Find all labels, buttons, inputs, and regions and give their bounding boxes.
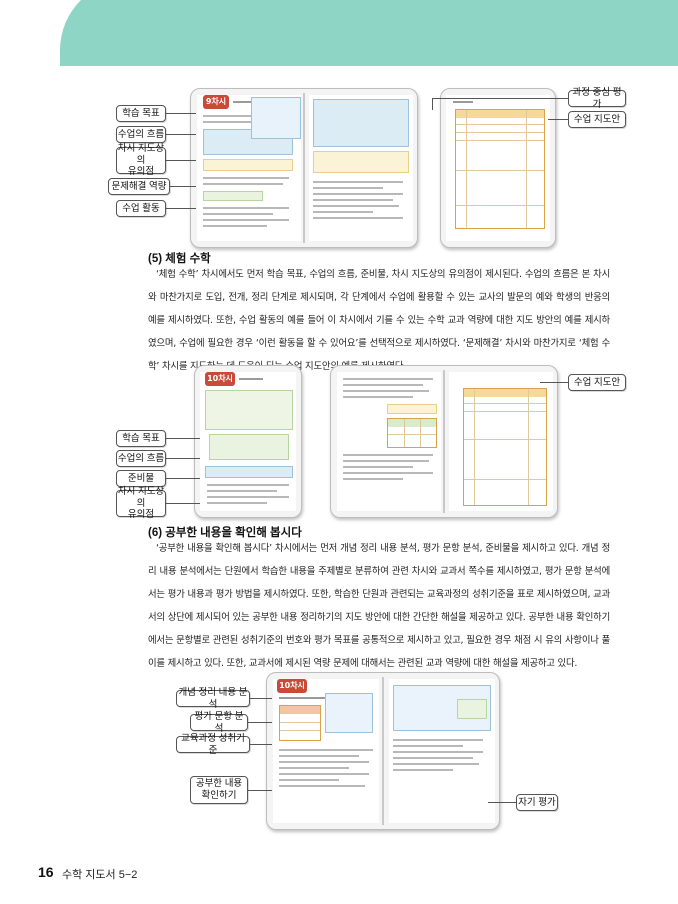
thumbnail-review-spread: 10차시 [266,672,500,830]
thumbnail-experience-math-left: 10차시 [194,365,302,518]
label-lesson-plan: 수업 지도안 [568,111,626,128]
label-check-learned-content: 공부한 내용 확인하기 [190,776,248,804]
thumbnail-problem-solving-spread: 9차시 [190,88,418,248]
section-6-text: ‘공부한 내용을 확인해 봅시다’ 차시에서는 먼저 개념 정리 내용 분석, … [148,543,610,669]
label-lesson-plan-2: 수업 지도안 [568,374,626,391]
lesson-plan-table [455,109,545,229]
section-5-paragraph: ‘체험 수학’ 차시에서도 먼저 학습 목표, 수업의 흐름, 준비물, 차시 … [148,263,610,378]
lesson-tag: 10차시 [205,372,235,386]
label-problem-solving-competency: 문제해결 역량 [108,178,170,195]
label-curriculum-standards: 교육과정 성취기준 [176,733,250,756]
label-learning-goal-2: 학습 목표 [116,430,166,447]
label-lesson-flow-2: 수업의 흐름 [116,450,166,467]
label-materials: 준비물 [116,470,166,487]
section-6-paragraph: ‘공부한 내용을 확인해 봅시다’ 차시에서는 먼저 개념 정리 내용 분석, … [148,537,610,675]
label-lesson-flow: 수업의 흐름 [116,126,166,143]
book-title: 수학 지도서 5−2 [62,869,138,881]
section-6-heading: (6) 공부한 내용을 확인해 봅시다 [148,527,302,539]
label-teaching-notes-2: 차시 지도상의 유의점 [116,485,166,521]
lesson-tag: 9차시 [203,95,229,109]
label-process-assessment: 과정 중심 평가 [568,87,626,110]
label-class-activity: 수업 활동 [116,200,166,217]
label-learning-goal: 학습 목표 [116,105,166,122]
thumbnail-lesson-plan-top [440,88,556,248]
top-banner [0,0,678,66]
page-number: 16 [38,864,54,880]
label-self-assessment: 자기 평가 [516,794,558,811]
label-assessment-item-analysis: 평가 문항 분석 [190,711,248,734]
thumbnail-experience-math-right [330,365,558,518]
banner-curve [60,0,170,66]
section-5-heading: (5) 체험 수학 [148,253,211,265]
label-concept-summary-analysis: 개념 정리 내용 분석 [176,687,250,710]
section-5-text: ‘체험 수학’ 차시에서도 먼저 학습 목표, 수업의 흐름, 준비물, 차시 … [148,269,610,372]
lesson-tag: 10차시 [277,679,307,693]
label-teaching-notes: 차시 지도상의 유의점 [116,142,166,178]
